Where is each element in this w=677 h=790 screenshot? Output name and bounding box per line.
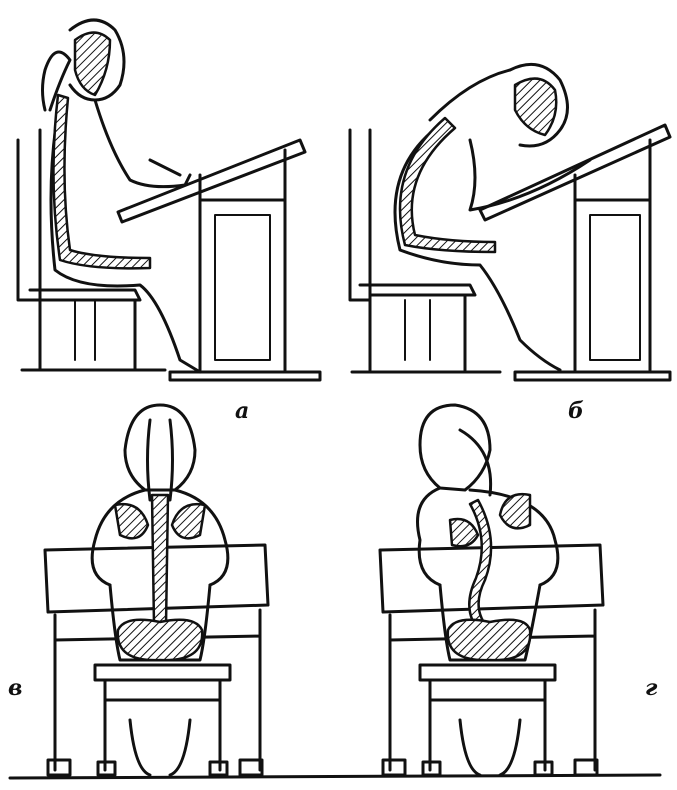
chair-a	[18, 130, 165, 370]
panel-a-correct-side-posture	[18, 20, 320, 380]
panel-label-a: а	[235, 400, 249, 422]
panel-label-g: г	[645, 677, 657, 699]
panel-g-incorrect-back-posture	[380, 405, 603, 775]
panel-v-correct-back-posture	[45, 405, 268, 775]
panel-b-incorrect-side-posture	[350, 64, 670, 380]
chair-g	[420, 665, 555, 775]
chair-v	[95, 665, 230, 775]
person-a	[43, 20, 201, 372]
desk-b	[480, 125, 670, 380]
panel-label-v: в	[8, 677, 22, 699]
person-g	[418, 405, 558, 775]
person-v	[92, 405, 228, 775]
panel-label-b: б	[568, 400, 584, 422]
